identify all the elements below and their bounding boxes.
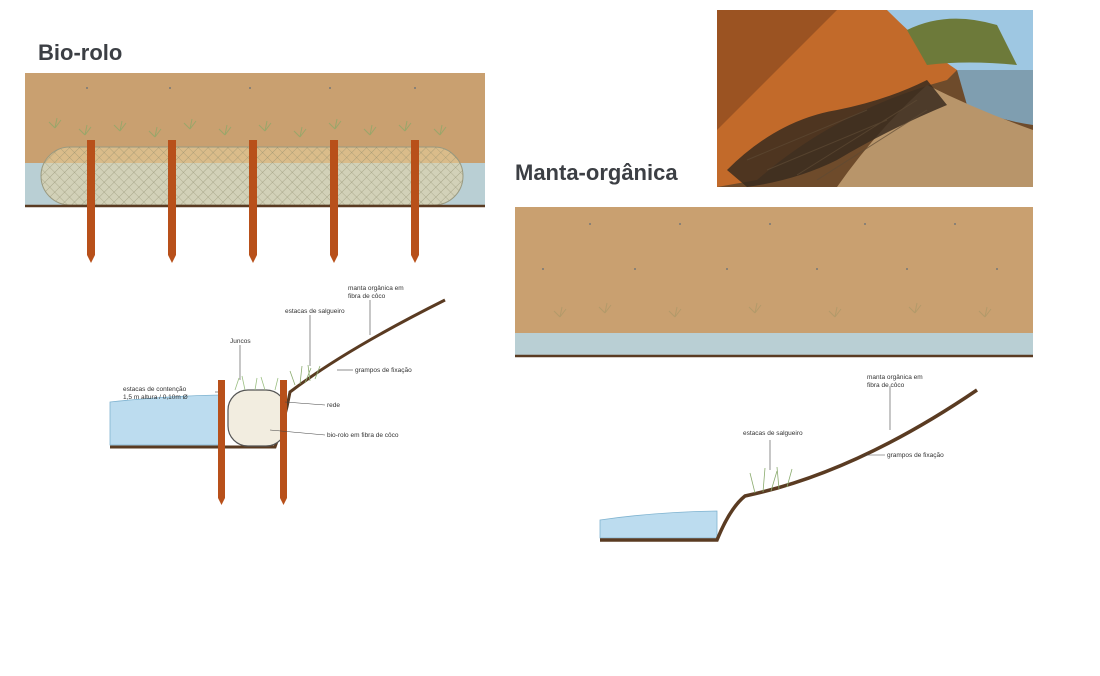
stake <box>87 140 95 263</box>
stake-right <box>280 380 287 505</box>
label-bio-rolo-fibra: bio-rolo em fibra de côco <box>327 432 399 439</box>
leader-lines <box>769 386 891 470</box>
stake <box>411 140 419 263</box>
label-manta-line2: fibra de côco <box>348 293 386 300</box>
salgueiro-plants <box>289 364 321 386</box>
bio-rolo-cross-section: manta orgânica em fibra de côco estacas … <box>109 285 446 505</box>
manta-organica-title: Manta-orgânica <box>515 160 678 185</box>
label-estacas-salgueiro: estacas de salgueiro <box>285 308 345 315</box>
vegetation-tufts <box>48 117 447 138</box>
leader-lines <box>215 300 371 436</box>
label-rede: rede <box>327 402 340 409</box>
manta-cross-section: manta orgânica em fibra de côco estacas … <box>599 374 978 542</box>
water-body <box>599 510 718 539</box>
ground-profile <box>600 388 978 542</box>
water-body <box>109 394 221 446</box>
label-manta-line2: fibra de côco <box>867 382 905 389</box>
label-manta-line1: manta orgânica em <box>867 374 923 381</box>
manta-elevation-diagram <box>515 207 1033 358</box>
bio-rolo-title: Bio-rolo <box>38 40 123 65</box>
label-contencao-line1: estacas de contenção <box>123 386 187 393</box>
label-manta-line1: manta orgânica em <box>348 285 404 292</box>
riverbank-photo <box>717 10 1033 187</box>
salgueiro-plants <box>749 466 793 494</box>
stake <box>168 140 176 263</box>
juncos-plants <box>234 375 279 391</box>
bio-roll-section <box>227 389 287 447</box>
stakes <box>87 140 419 263</box>
soil-area <box>515 207 1033 333</box>
label-grampos: grampos de fixação <box>887 452 944 459</box>
vegetation-tufts <box>553 302 992 318</box>
water-area <box>515 333 1033 356</box>
stake <box>249 140 257 263</box>
label-contencao-line2: 1,5 m altura / 0,10m Ø <box>123 394 188 401</box>
stake-left <box>218 380 225 505</box>
stake <box>330 140 338 263</box>
label-grampos: grampos de fixação <box>355 367 412 374</box>
label-juncos: Juncos <box>230 338 251 345</box>
bio-rolo-elevation-diagram <box>25 73 485 263</box>
label-estacas-salgueiro: estacas de salgueiro <box>743 430 803 437</box>
